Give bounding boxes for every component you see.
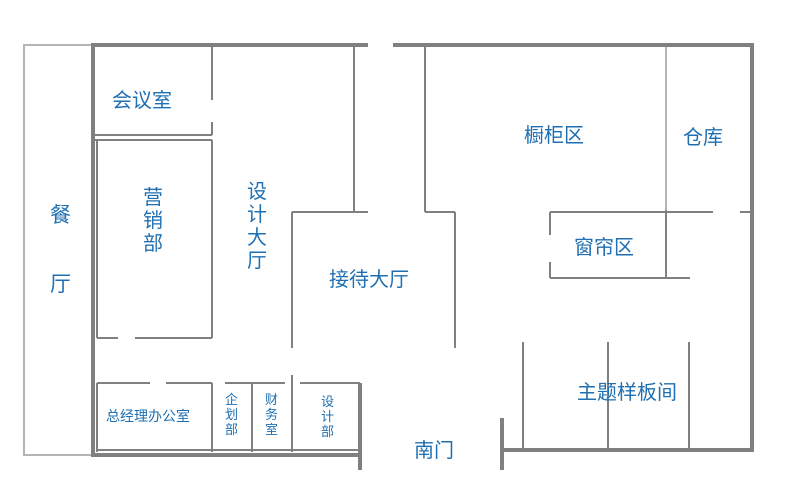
label-reception-hall: 接待大厅	[329, 267, 409, 291]
label-theme-showroom: 主题样板间	[577, 380, 677, 404]
dining-hall-outline	[23, 44, 94, 456]
label-design-hall-char: 厅	[247, 248, 267, 272]
label-marketing-dept-char: 销	[143, 208, 163, 232]
label-warehouse: 仓库	[683, 125, 723, 149]
label-marketing-dept-char: 部	[143, 231, 163, 255]
label-curtain-area: 窗帘区	[574, 235, 634, 259]
label-design-hall-char: 大	[247, 225, 267, 249]
label-finance-room-char: 室	[265, 422, 279, 438]
label-design-dept-char: 部	[321, 424, 335, 440]
label-general-manager-office: 总经理办公室	[106, 409, 190, 425]
label-finance-room: 财 务 室	[265, 393, 279, 439]
label-design-hall: 设 计 大 厅	[247, 180, 267, 272]
walls	[91, 43, 754, 470]
label-dining-hall-bottom: 厅	[50, 272, 71, 296]
label-marketing-dept-char: 营	[143, 185, 163, 209]
label-design-dept-char: 计	[321, 409, 335, 425]
label-design-hall-char: 设	[247, 179, 267, 203]
label-finance-room-char: 务	[265, 407, 279, 423]
label-meeting-room: 会议室	[112, 88, 172, 112]
partitions	[95, 47, 752, 452]
label-south-gate: 南门	[414, 438, 454, 462]
label-finance-room-char: 财	[265, 393, 279, 408]
label-planning-dept-char: 部	[225, 422, 239, 438]
label-design-dept-char: 设	[321, 395, 335, 410]
label-planning-dept-char: 划	[225, 407, 239, 423]
label-planning-dept-char: 企	[225, 393, 239, 408]
label-dining-hall-top: 餐	[50, 203, 71, 227]
label-design-hall-char: 计	[247, 202, 267, 226]
label-cabinet-area: 橱柜区	[524, 123, 584, 147]
label-design-dept: 设 计 部	[321, 395, 335, 441]
label-planning-dept: 企 划 部	[225, 393, 239, 439]
label-marketing-dept: 营 销 部	[143, 186, 163, 255]
